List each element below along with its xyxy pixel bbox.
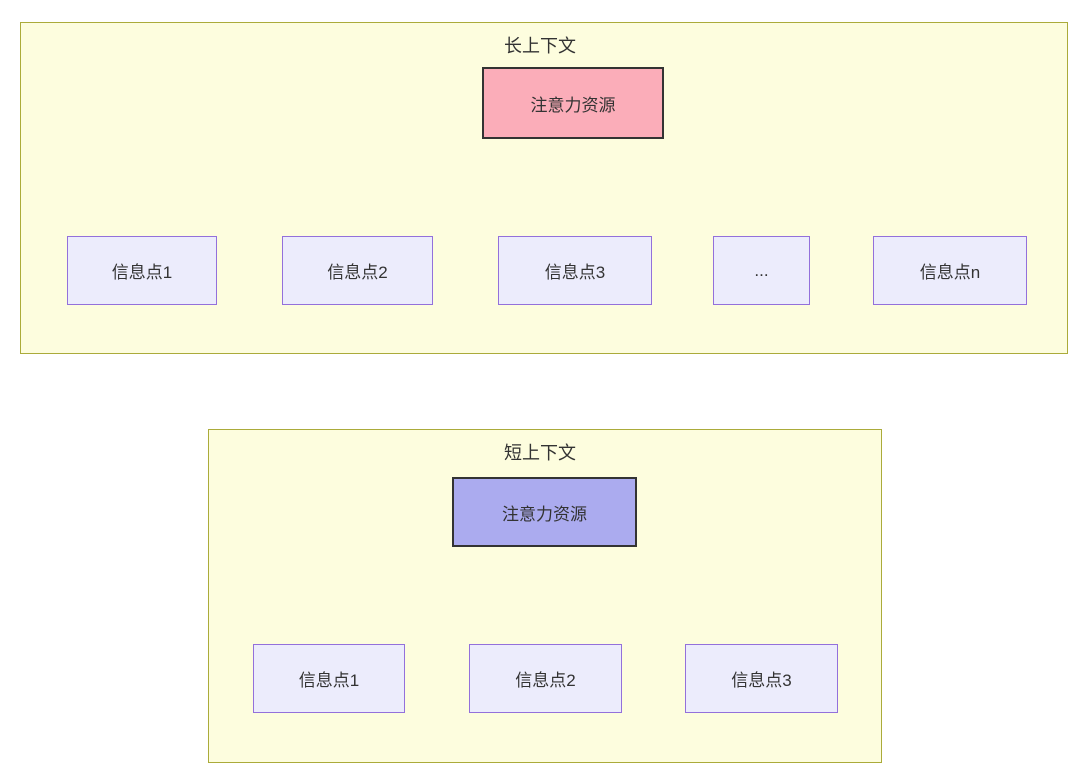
- long-info-node-n: 信息点n: [873, 236, 1027, 305]
- short-info-node-2: 信息点2: [469, 644, 622, 713]
- short-info-node-3: 信息点3: [685, 644, 838, 713]
- long-info-node-2: 信息点2: [282, 236, 433, 305]
- short-info-node-1: 信息点1: [253, 644, 405, 713]
- long-info-node-1: 信息点1: [67, 236, 217, 305]
- short-attention-box: 注意力资源: [452, 477, 637, 547]
- long-attention-box: 注意力资源: [482, 67, 664, 139]
- long-context-title: 长上下文: [504, 36, 576, 56]
- long-info-node-3: 信息点3: [498, 236, 652, 305]
- long-info-node-ellipsis: ...: [713, 236, 810, 305]
- short-context-title: 短上下文: [504, 443, 576, 463]
